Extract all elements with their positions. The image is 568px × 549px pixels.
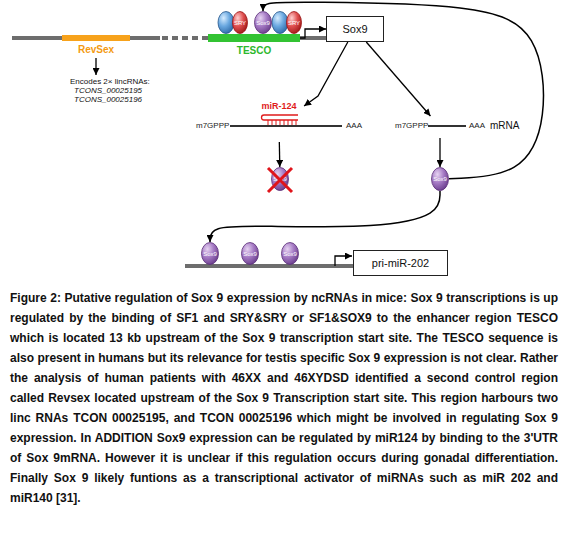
transcript-arrow xyxy=(366,42,430,116)
protein-outline xyxy=(287,12,302,34)
node-text: miR-124 xyxy=(261,102,296,111)
genomic-region: RevSex xyxy=(62,35,130,41)
mrna-line xyxy=(428,125,466,127)
node-text: m7GPPP xyxy=(395,122,428,130)
note-label: TCONS_00025195 xyxy=(74,87,142,95)
enhancer-region: TESCO xyxy=(208,34,300,42)
encodes-arrow xyxy=(95,58,96,75)
mrna-strand: m7GPPPmiR-124AAA xyxy=(196,106,362,142)
protein-outline xyxy=(272,168,289,191)
protein-outline xyxy=(242,243,259,265)
node-text: Sox9 xyxy=(201,251,219,257)
sf1-protein xyxy=(272,12,288,34)
connector-group xyxy=(210,2,543,242)
note-label: TCONS_00025196 xyxy=(74,96,142,104)
protein-blob: Sox9 xyxy=(254,11,272,34)
protein-outline xyxy=(255,12,272,34)
node-text: Sox9 xyxy=(241,251,259,257)
node-text: AAA xyxy=(346,122,362,130)
protein-outline xyxy=(432,168,449,191)
protein-blob: Sox9 xyxy=(281,242,299,265)
chromosome-gap xyxy=(162,36,208,40)
protein-blob: Sox9 xyxy=(201,242,219,265)
gene-box: pri-miR-202 xyxy=(353,250,448,276)
node-text: AAA xyxy=(469,122,485,130)
node-text: TESCO xyxy=(237,46,271,56)
protein-blob: Sox9 xyxy=(241,242,259,265)
protein-blob: Sox9 xyxy=(271,167,289,191)
node-text: Sox9 xyxy=(431,176,449,182)
note-label: mRNA xyxy=(490,121,519,131)
gene-box: Sox9 xyxy=(326,16,384,42)
protein-outline xyxy=(233,12,248,34)
translation-arrow xyxy=(439,138,440,167)
node-text: RevSex xyxy=(78,45,114,55)
protein-blob: SRY xyxy=(286,11,302,34)
node-text: Sox9 xyxy=(327,24,383,35)
node-text: SRY xyxy=(232,20,248,26)
node-text: Sox9 xyxy=(254,20,272,26)
translation-arrow xyxy=(279,142,281,167)
mirna-binding-ticks xyxy=(268,120,296,125)
node-text: pri-miR-202 xyxy=(354,258,447,269)
protein-outline xyxy=(282,243,299,265)
degradation-cross xyxy=(268,168,292,192)
protein-blob: Sox9 xyxy=(431,167,449,191)
mirna-hairpin xyxy=(262,115,299,120)
promoter-arrow xyxy=(335,256,352,266)
feedback-arrow xyxy=(263,2,543,179)
note-label: Encodes 2× lincRNAs: xyxy=(70,78,150,86)
activation-arrow xyxy=(210,191,440,242)
node-text: m7GPPP xyxy=(196,122,229,130)
transcription-arrow xyxy=(300,29,326,38)
mrna-strand: m7GPPP AAA xyxy=(395,116,485,138)
node-text: Sox9 xyxy=(281,251,299,257)
node-text: SRY xyxy=(286,20,302,26)
chromosome-line xyxy=(12,36,160,40)
mrna-line xyxy=(230,125,342,127)
node-text: Sox9 xyxy=(271,176,289,182)
sf1-protein xyxy=(218,12,234,34)
protein-blob: SRY xyxy=(232,11,248,34)
transcript-arrow xyxy=(304,42,348,106)
protein-outline xyxy=(202,243,219,265)
figure-caption: Figure 2: Putative regulation of Sox 9 e… xyxy=(10,288,558,508)
